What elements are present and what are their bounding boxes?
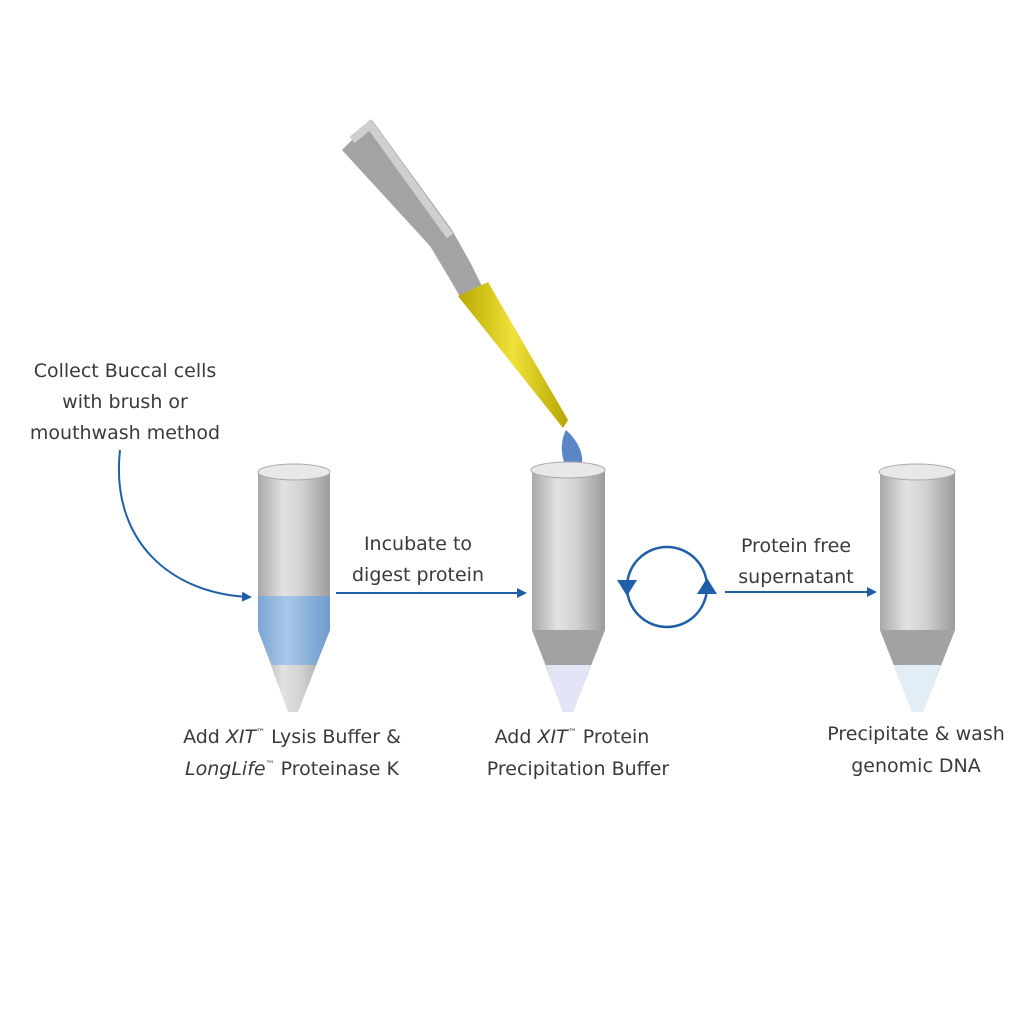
supernatant-label-line2: supernatant xyxy=(738,566,853,588)
step1-label-line2: LongLife™ Proteinase K xyxy=(185,758,399,780)
step3-label-line1: Precipitate & wash xyxy=(827,723,1005,745)
mix-cycle-icon xyxy=(617,545,717,629)
collect-note-line2: with brush or xyxy=(62,391,188,413)
collect-arrow xyxy=(117,449,252,602)
collect-note-line1: Collect Buccal cells xyxy=(34,360,217,382)
tube-dna xyxy=(878,463,956,712)
collect-note-line3: mouthwash method xyxy=(30,422,220,444)
step2-label-line1: Add XIT™ Protein xyxy=(495,726,650,748)
incubate-label-line1: Incubate to xyxy=(364,533,472,555)
supernatant-label-line1: Protein free xyxy=(741,535,851,557)
pipette-icon xyxy=(342,119,583,472)
tube-lysis xyxy=(257,463,331,712)
step1-label-line1: Add XIT™ Lysis Buffer & xyxy=(183,726,401,748)
step3-label-line2: genomic DNA xyxy=(851,755,981,777)
step2-label-line2: Precipitation Buffer xyxy=(487,758,670,780)
incubate-label-line2: digest protein xyxy=(352,564,484,586)
drop-icon xyxy=(561,430,583,472)
tube-precipitation xyxy=(530,461,606,712)
